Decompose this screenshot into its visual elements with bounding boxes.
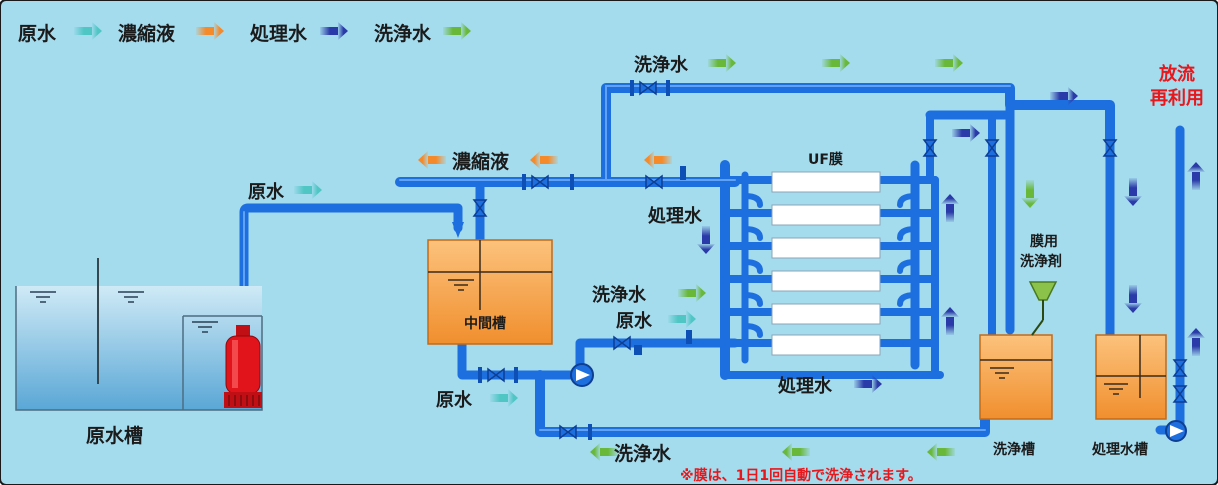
- concentrate-label: 濃縮液: [452, 150, 510, 173]
- raw-water-tank: [15, 258, 263, 411]
- discharge-label: 放流: [1158, 63, 1195, 85]
- circulation-pump-icon: [1165, 420, 1187, 442]
- legend: 原水 濃縮液 処理水 洗浄水: [18, 22, 432, 45]
- treated-water-tank: [1095, 334, 1167, 420]
- valve-icon: [559, 424, 577, 440]
- reuse-label: 再利用: [1150, 87, 1204, 109]
- wash-inlet-label: 洗浄水: [592, 284, 647, 306]
- treated-left-label: 処理水: [648, 205, 703, 227]
- treated-bottom-label: 処理水: [778, 375, 833, 397]
- valve-icon: [487, 367, 505, 383]
- valve-icon: [1172, 385, 1188, 403]
- valve-icon: [613, 335, 631, 351]
- cleaning-note: ※膜は、1日1回自動で洗浄されます。: [680, 467, 922, 484]
- membrane-chem-label-2: 洗浄剤: [1020, 253, 1062, 270]
- valve-icon: [645, 174, 663, 190]
- raw-bottom-label: 原水: [436, 389, 473, 411]
- valve-icon: [531, 174, 549, 190]
- submersible-pump-icon: [224, 325, 262, 408]
- legend-wash-label: 洗浄水: [374, 22, 432, 45]
- raw-to-middle-label: 原水: [248, 181, 285, 203]
- valve-icon: [1172, 359, 1188, 377]
- legend-raw-label: 原水: [18, 23, 57, 45]
- wash-tank-label: 洗浄槽: [993, 441, 1035, 458]
- pipe-network: [239, 83, 1185, 437]
- middle-tank-label: 中間槽: [464, 315, 506, 332]
- valve-icon: [922, 139, 938, 157]
- valve-icon: [1102, 139, 1118, 157]
- cleaning-agent-funnel: [1028, 281, 1058, 336]
- raw-tank-label: 原水槽: [86, 424, 143, 447]
- valve-icon: [639, 80, 657, 96]
- middle-tank: [427, 239, 553, 345]
- treated-tank-label: 処理水槽: [1091, 441, 1148, 458]
- wash-return-pipe: [535, 370, 990, 437]
- wash-bottom-label: 洗浄水: [614, 442, 672, 465]
- raw-inlet-label: 原水: [616, 310, 653, 332]
- uf-membrane-label: UF膜: [808, 151, 843, 168]
- uf-membrane-modules: [771, 171, 881, 356]
- legend-treated-label: 処理水: [250, 22, 308, 45]
- wash-tank: [979, 334, 1053, 420]
- membrane-chem-label-1: 膜用: [1030, 233, 1058, 250]
- valves: [472, 80, 1188, 440]
- circulation-pump-icon: [570, 363, 594, 387]
- legend-concentrate-label: 濃縮液: [118, 22, 176, 45]
- valve-icon: [984, 139, 1000, 157]
- wash-top-label: 洗浄水: [634, 54, 689, 76]
- valve-icon: [472, 199, 488, 217]
